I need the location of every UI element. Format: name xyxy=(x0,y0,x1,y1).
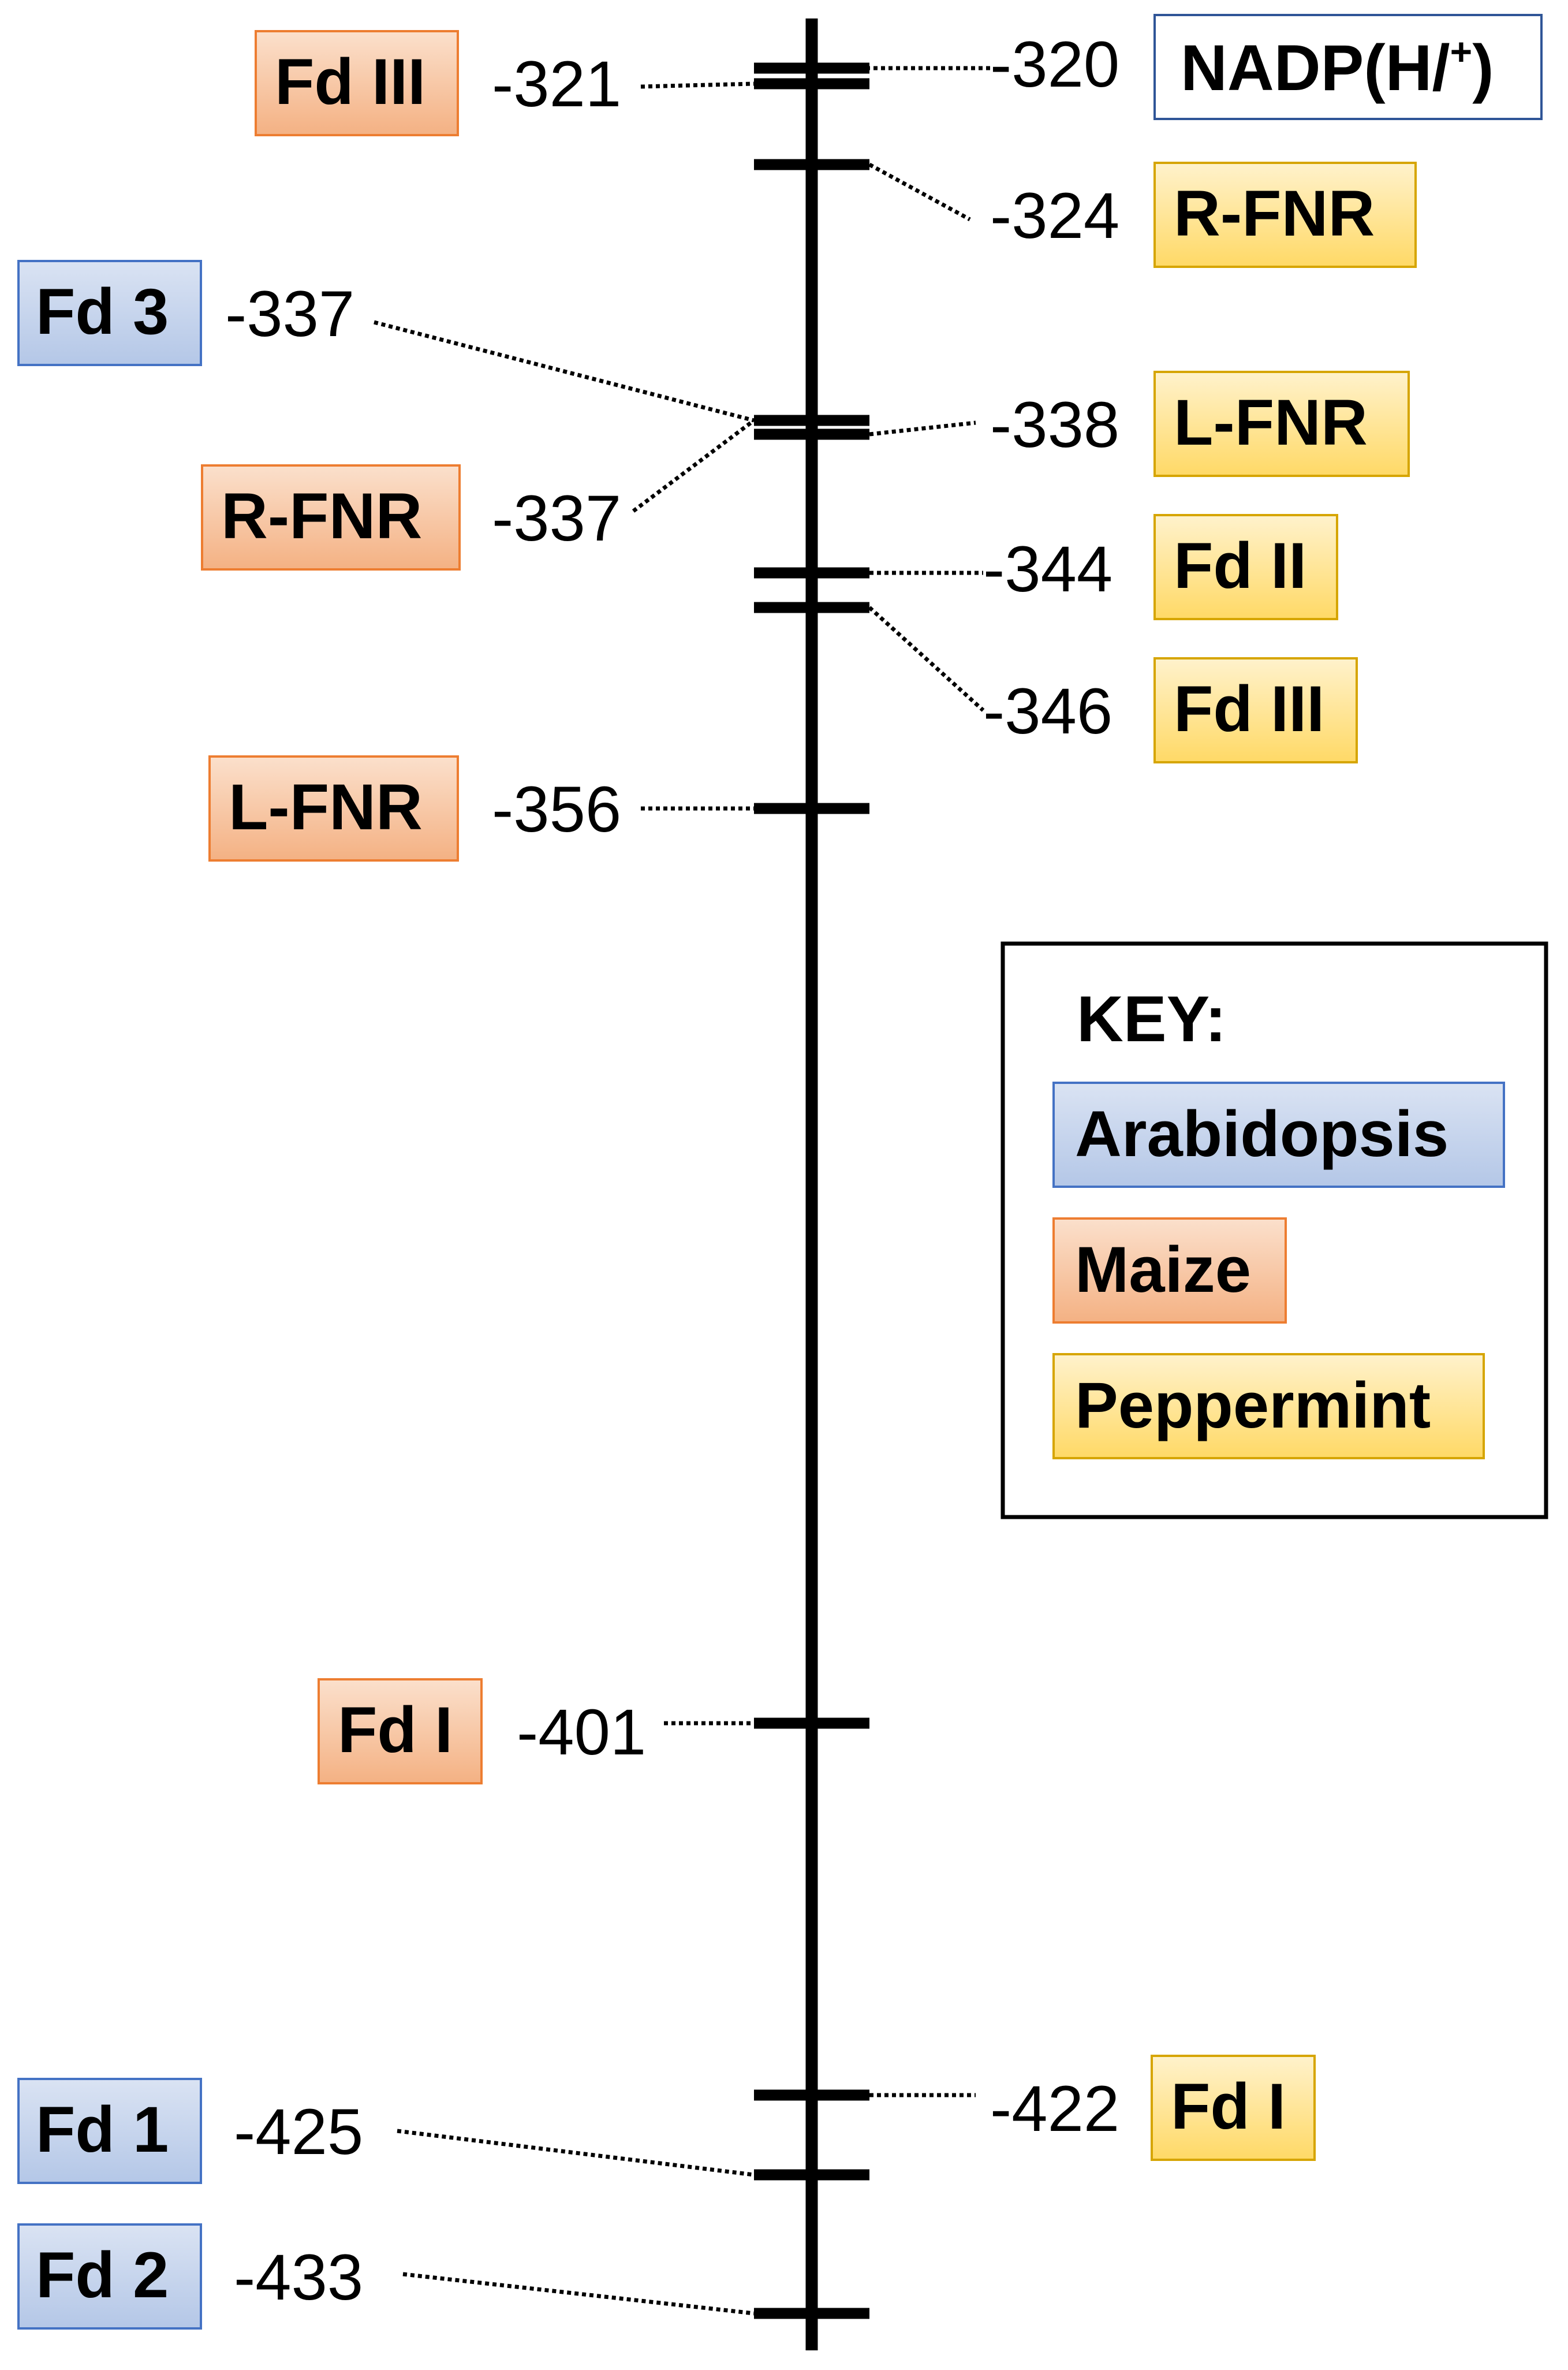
leader-line xyxy=(869,420,976,437)
label-text: Fd II xyxy=(1174,530,1306,602)
leader-line xyxy=(397,2129,755,2177)
label-box-maize-l-fnr: L-FNR xyxy=(208,755,459,862)
label-box-background xyxy=(1153,14,1543,120)
leader-line xyxy=(374,320,755,423)
label-text-end: ) xyxy=(1472,32,1494,104)
label-superscript: + xyxy=(1450,30,1473,73)
label-box-background xyxy=(318,1678,483,1784)
potential-value: -337 xyxy=(225,278,354,350)
label-box-peppermint-fd-iii: Fd III xyxy=(1153,657,1358,763)
potential-value: -356 xyxy=(492,773,621,845)
label-box-peppermint-r-fnr: R-FNR xyxy=(1153,162,1417,268)
label-text: NADP(H/+) xyxy=(1181,30,1494,104)
legend-swatch xyxy=(1052,1082,1505,1188)
legend-label: Peppermint xyxy=(1075,1369,1431,1441)
potential-value: -401 xyxy=(517,1696,646,1768)
label-text: Fd 2 xyxy=(36,2239,169,2311)
label-box-background xyxy=(1153,371,1410,477)
potential-value: -320 xyxy=(990,28,1119,100)
label-box-background xyxy=(255,30,459,136)
label-text: L-FNR xyxy=(1174,386,1368,459)
label-text: L-FNR xyxy=(229,771,423,843)
legend-title: KEY: xyxy=(1077,983,1226,1055)
label-box-peppermint-fd-i: Fd I xyxy=(1151,2055,1316,2161)
label-box-maize-fd-i: Fd I xyxy=(318,1678,483,1784)
label-text: Fd 3 xyxy=(36,275,169,348)
legend-swatch xyxy=(1052,1217,1287,1324)
potential-value: -321 xyxy=(492,48,621,120)
label-box-background xyxy=(208,755,459,862)
label-box-maize-r-fnr: R-FNR xyxy=(201,464,461,571)
potential-value: -324 xyxy=(990,180,1119,252)
potential-value: -346 xyxy=(983,675,1112,747)
legend-swatch xyxy=(1052,1353,1485,1459)
legend-item-maize: Maize xyxy=(1052,1217,1287,1324)
potential-value: -338 xyxy=(990,389,1119,461)
label-box-peppermint-fd-ii: Fd II xyxy=(1153,514,1338,620)
legend-label: Maize xyxy=(1075,1234,1251,1306)
label-text: Fd 1 xyxy=(36,2093,169,2166)
label-box-background xyxy=(1153,657,1358,763)
label-box-background xyxy=(17,2223,202,2330)
leader-line xyxy=(402,2272,755,2316)
label-box-background xyxy=(1153,162,1417,268)
label-text: Fd I xyxy=(338,1694,453,1766)
label-text: R-FNR xyxy=(221,480,422,552)
leader-line xyxy=(868,162,971,222)
label-box-background xyxy=(17,2078,202,2184)
label-box-background xyxy=(1151,2055,1316,2161)
label-box-arabidopsis-fd-3: Fd 3 xyxy=(17,260,202,366)
label-text: Fd III xyxy=(275,46,425,118)
label-box-background xyxy=(1153,514,1338,620)
label-text: Fd I xyxy=(1171,2070,1286,2142)
leader-line xyxy=(632,419,756,513)
label-box-arabidopsis-fd-2: Fd 2 xyxy=(17,2223,202,2330)
leader-line xyxy=(640,81,755,89)
potential-value: -425 xyxy=(234,2096,363,2168)
label-box-nadp: NADP(H/+) xyxy=(1153,14,1543,120)
legend-label: Arabidopsis xyxy=(1075,1098,1448,1170)
label-text: R-FNR xyxy=(1174,177,1375,249)
label-box-background xyxy=(201,464,461,571)
potential-value: -337 xyxy=(492,482,621,554)
potential-value: -422 xyxy=(990,2073,1119,2145)
label-box-arabidopsis-fd-1: Fd 1 xyxy=(17,2078,202,2184)
label-box-peppermint-l-fnr: L-FNR xyxy=(1153,371,1410,477)
potential-value: -433 xyxy=(234,2241,363,2313)
legend-item-peppermint: Peppermint xyxy=(1052,1353,1485,1459)
label-text: Fd III xyxy=(1174,673,1324,745)
label-box-background xyxy=(17,260,202,366)
potential-value: -344 xyxy=(983,533,1112,605)
leader-line xyxy=(868,606,985,712)
legend-item-arabidopsis: Arabidopsis xyxy=(1052,1082,1505,1188)
label-box-maize-fd-iii: Fd III xyxy=(255,30,459,136)
